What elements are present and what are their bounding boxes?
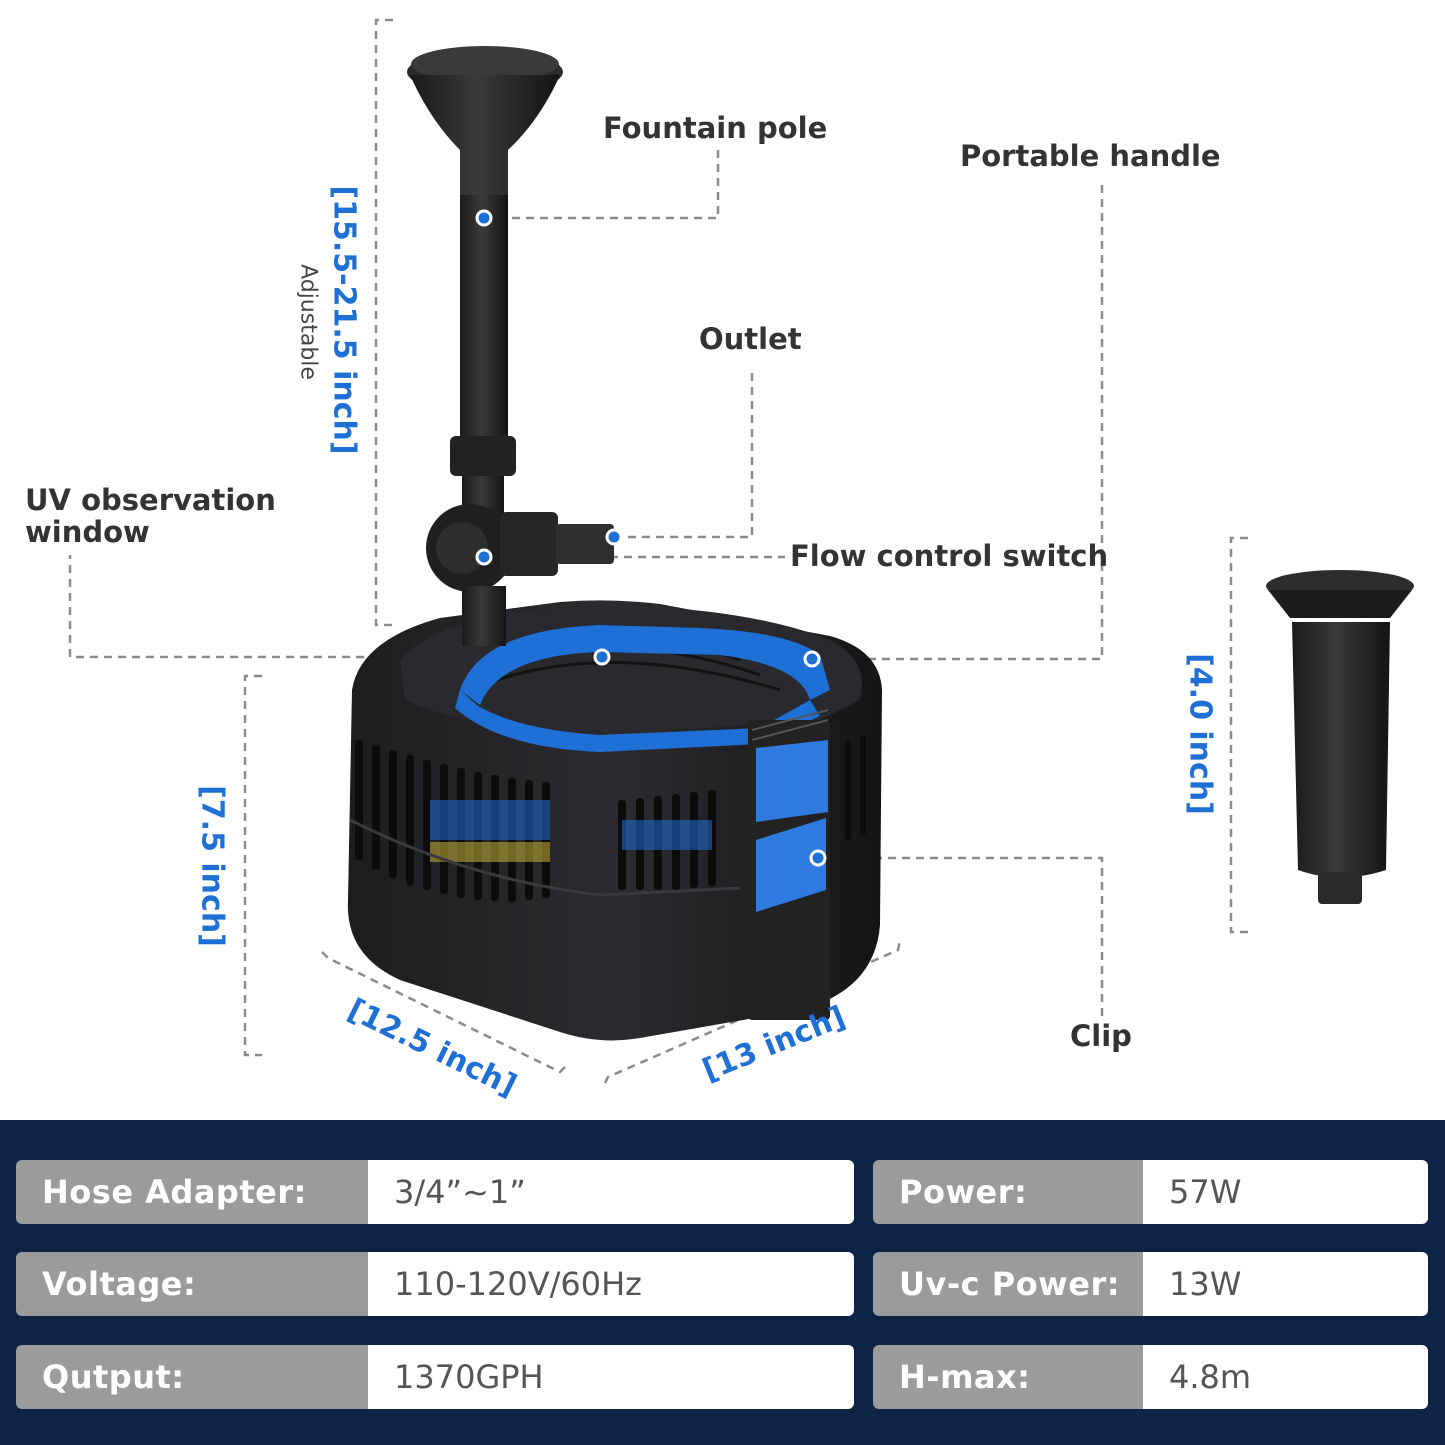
spec-row: Qutput: 1370GPH [16, 1345, 854, 1409]
spec-key: Voltage: [16, 1252, 368, 1316]
dim-body-height: [7.5 inch] [194, 785, 230, 947]
label-fountain-pole: Fountain pole [603, 111, 828, 145]
spec-row: Voltage: 110-120V/60Hz [16, 1252, 854, 1316]
spec-key: Qutput: [16, 1345, 368, 1409]
spec-value: 3/4”~1” [368, 1160, 854, 1224]
spec-key: Uv-c Power: [873, 1252, 1143, 1316]
spec-value: 57W [1143, 1160, 1428, 1224]
dim-adjustable: Adjustable [295, 264, 321, 380]
dim-nozzle-height: [4.0 inch] [1182, 653, 1218, 815]
upper-clip [756, 740, 828, 822]
callout-dots [475, 209, 827, 867]
spec-row: Uv-c Power: 13W [873, 1252, 1428, 1316]
spec-key: Power: [873, 1160, 1143, 1224]
spec-row: Power: 57W [873, 1160, 1428, 1224]
spec-row: Hose Adapter: 3/4”~1” [16, 1160, 854, 1224]
fountain-pole-assembly [407, 46, 614, 646]
spec-value: 4.8m [1143, 1345, 1428, 1409]
label-clip: Clip [1070, 1019, 1132, 1053]
lower-clip [756, 818, 826, 912]
label-flow-control: Flow control switch [790, 539, 1109, 573]
guide-lines [68, 18, 1248, 1084]
spec-key: H-max: [873, 1345, 1143, 1409]
spec-value: 110-120V/60Hz [368, 1252, 854, 1316]
spec-value: 13W [1143, 1252, 1428, 1316]
product-diagram: Fountain pole Portable handle Outlet UV … [25, 18, 1414, 1104]
spec-value: 1370GPH [368, 1345, 854, 1409]
spec-row: H-max: 4.8m [873, 1345, 1428, 1409]
label-uv-window: UV observation window [25, 483, 276, 550]
pump-body [347, 600, 882, 1041]
spec-key: Hose Adapter: [16, 1160, 368, 1224]
spec-table: Hose Adapter: 3/4”~1” Power: 57W Voltage… [0, 1120, 1445, 1445]
label-portable-handle: Portable handle [960, 139, 1221, 173]
pump-illustration [68, 18, 1414, 1084]
dim-pole-height: [15.5-21.5 inch] [326, 185, 362, 455]
spare-nozzle [1266, 570, 1414, 904]
label-outlet: Outlet [699, 322, 802, 356]
